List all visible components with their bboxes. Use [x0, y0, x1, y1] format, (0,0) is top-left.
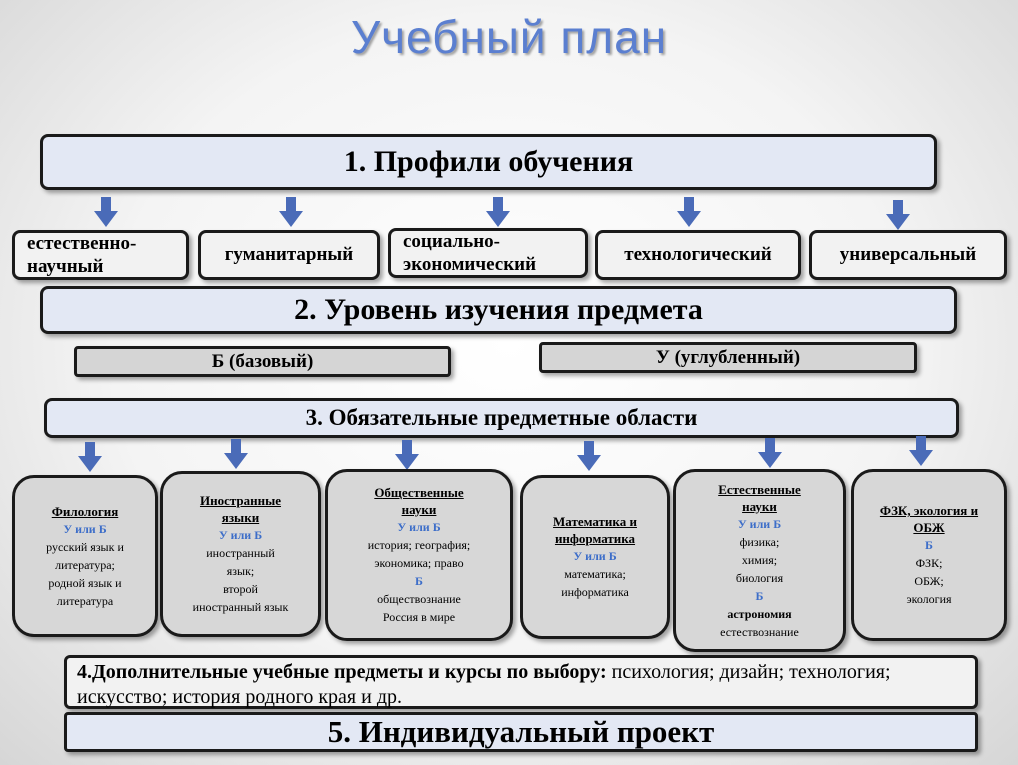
area-level: Б: [925, 538, 933, 552]
section-electives-lead: 4.Дополнительные учебные предметы и курс…: [77, 661, 607, 683]
arrow-down-icon: [886, 200, 910, 230]
area-foreign-languages: Иностранные языки У или Б иностранный яз…: [160, 471, 321, 637]
area-level: Б: [755, 588, 764, 603]
profile-label: универсальный: [839, 244, 977, 265]
profile-universal: универсальный: [809, 230, 1007, 280]
area-line: физика;: [739, 534, 780, 549]
area-natural-sciences: Естественные науки У или Б физика; химия…: [673, 469, 846, 652]
area-level: Б: [415, 574, 423, 588]
profile-label: гуманитарный: [224, 244, 354, 265]
level-advanced: У (углубленный): [539, 342, 917, 373]
area-line: язык;: [226, 564, 255, 578]
area-head: Естественные науки: [718, 481, 801, 514]
area-line: обществознание: [377, 592, 461, 606]
area-line: экология: [906, 592, 952, 606]
area-line: Россия в мире: [382, 610, 456, 624]
section-study-level: 2. Уровень изучения предмета: [40, 286, 957, 334]
area-pe-ecology-safety: ФЗК, экология и ОБЖ Б ФЗК; ОБЖ; экология: [851, 469, 1007, 641]
profile-technological: технологический: [595, 230, 801, 280]
arrow-down-icon: [486, 197, 510, 227]
area-math-informatics: Математика и информатика У или Б математ…: [520, 475, 670, 639]
level-basic-label: Б (базовый): [211, 350, 314, 372]
area-social-sciences: Общественные науки У или Б история; геог…: [325, 469, 513, 641]
section-individual-project: 5. Индивидуальный проект: [64, 712, 978, 752]
section-study-level-label: 2. Уровень изучения предмета: [294, 293, 703, 326]
area-line: ФЗК;: [915, 556, 943, 570]
profile-socio-economic: социально-экономический: [388, 228, 588, 278]
arrow-down-icon: [279, 197, 303, 227]
arrow-down-icon: [758, 438, 782, 468]
section-profiles-label: 1. Профили обучения: [343, 145, 634, 178]
section-electives: 4.Дополнительные учебные предметы и курс…: [64, 655, 978, 709]
section-mandatory-areas-label: 3. Обязательные предметные области: [305, 405, 698, 430]
area-line: астрономия: [727, 606, 792, 621]
area-line: литература: [56, 593, 114, 608]
profile-natural-science: естественно-научный: [12, 230, 189, 280]
area-line: математика;: [564, 567, 626, 581]
profile-label: технологический: [624, 244, 772, 265]
profile-humanities: гуманитарный: [198, 230, 380, 280]
arrow-down-icon: [78, 442, 102, 472]
section-profiles: 1. Профили обучения: [40, 134, 937, 190]
area-line: биология: [735, 570, 784, 585]
area-line: история; география;: [367, 538, 471, 552]
arrow-down-icon: [395, 440, 419, 470]
area-line: естествознание: [720, 624, 799, 639]
section-individual-project-label: 5. Индивидуальный проект: [327, 714, 715, 749]
arrow-down-icon: [577, 441, 601, 471]
area-line: литература;: [55, 557, 115, 572]
area-line: ОБЖ;: [914, 574, 944, 588]
arrow-down-icon: [909, 436, 933, 466]
area-level: У или Б: [218, 528, 263, 542]
area-head: Филология: [51, 503, 119, 519]
area-head: Математика и информатика: [553, 514, 637, 546]
page-title: Учебный план: [350, 11, 668, 63]
area-line: родной язык и: [48, 575, 122, 590]
area-level: У или Б: [573, 549, 617, 563]
level-advanced-label: У (углубленный): [655, 346, 801, 368]
area-line: иностранный язык: [192, 600, 289, 614]
area-head: Иностранные языки: [199, 493, 282, 525]
profile-label: социально-экономический: [403, 231, 537, 275]
area-line: химия;: [741, 552, 778, 567]
area-head: Общественные науки: [374, 485, 464, 517]
area-head: ФЗК, экология и ОБЖ: [879, 503, 979, 535]
arrow-down-icon: [677, 197, 701, 227]
area-line: русский язык и: [46, 539, 124, 554]
section-electives-text: психология; дизайн; технология; искусств…: [77, 661, 891, 708]
area-line: информатика: [561, 585, 629, 599]
arrow-down-icon: [94, 197, 118, 227]
area-line: второй: [223, 582, 258, 596]
level-basic: Б (базовый): [74, 346, 451, 377]
area-line: иностранный: [206, 546, 275, 560]
arrow-down-icon: [224, 439, 248, 469]
area-level: У или Б: [63, 521, 107, 536]
area-level: У или Б: [737, 516, 782, 531]
area-line: экономика; право: [374, 556, 464, 570]
area-level: У или Б: [397, 520, 441, 534]
area-philology: Филология У или Б русский язык и литерат…: [12, 475, 158, 637]
section-mandatory-areas: 3. Обязательные предметные области: [44, 398, 959, 438]
profile-label: естественно-научный: [27, 233, 137, 277]
